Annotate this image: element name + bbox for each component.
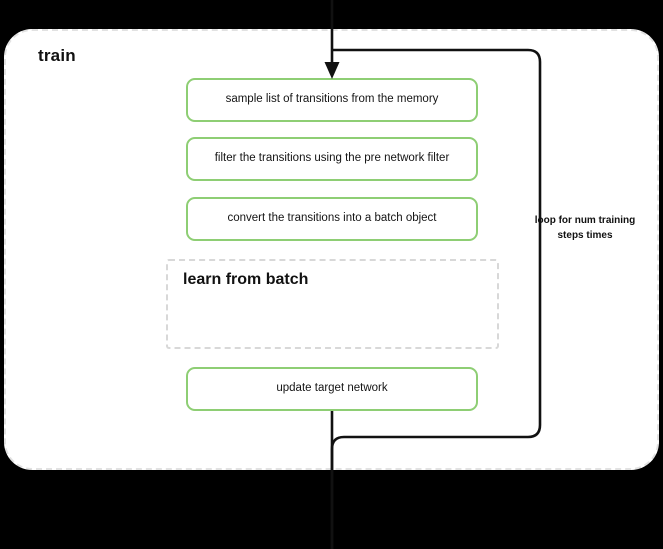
step-box-label: convert the transitions into a batch obj… — [227, 212, 437, 225]
page-title: train — [38, 46, 76, 65]
step-box-convert-transitions[interactable]: convert the transitions into a batch obj… — [186, 197, 478, 241]
learn-from-batch-block[interactable]: learn from batch — [166, 259, 499, 349]
step-box-filter-transitions[interactable]: filter the transitions using the pre net… — [186, 137, 478, 181]
step-box-label: update target network — [276, 382, 388, 395]
learn-from-batch-title: learn from batch — [183, 271, 309, 288]
loop-annotation-label: loop for num training steps times — [534, 215, 636, 241]
step-box-label: filter the transitions using the pre net… — [214, 152, 450, 165]
step-box-label: sample list of transitions from the memo… — [225, 93, 439, 106]
step-box-update-target-network[interactable]: update target network — [186, 367, 478, 411]
step-box-sample-list-of-transitions[interactable]: sample list of transitions from the memo… — [186, 78, 478, 122]
